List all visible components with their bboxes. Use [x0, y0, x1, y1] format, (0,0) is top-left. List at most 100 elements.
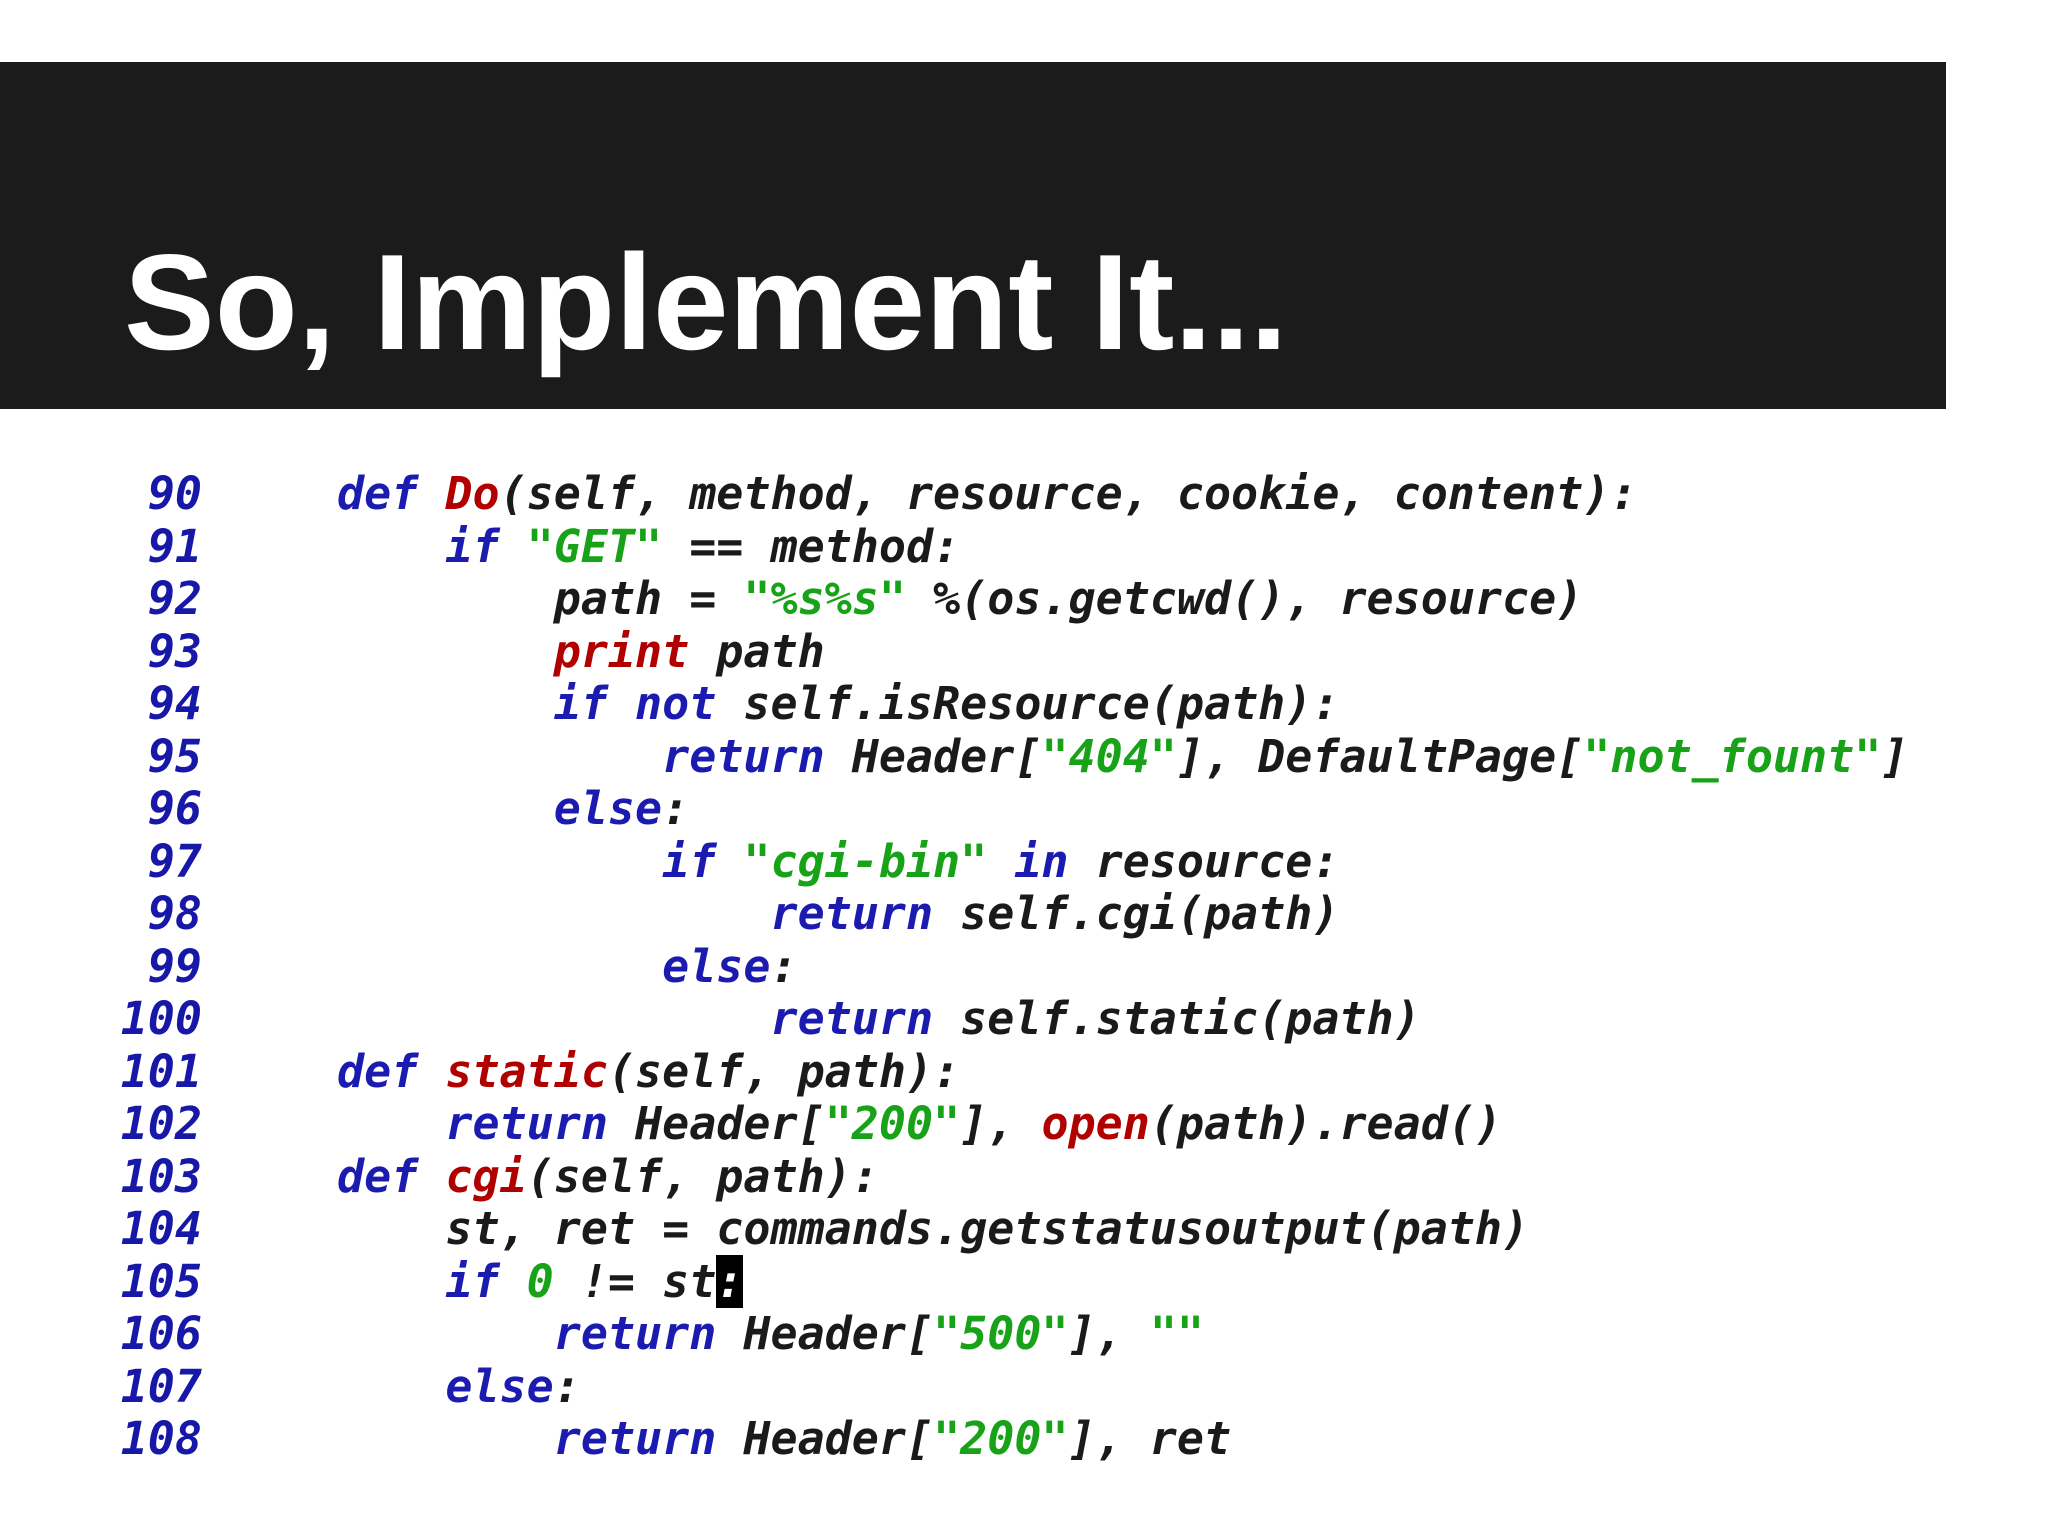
keyword-token: else — [553, 782, 663, 835]
function-token: open — [1041, 1097, 1150, 1150]
string-token: "GET" — [526, 519, 663, 573]
code-indent — [337, 1097, 445, 1150]
code-token: != st — [553, 1254, 717, 1308]
function-token: static — [445, 1044, 608, 1098]
line-number: 99 — [147, 939, 202, 993]
line-number: 102 — [120, 1097, 202, 1150]
code-indent — [337, 887, 770, 940]
slide-title: So, Implement It... — [124, 226, 1288, 378]
code-token — [418, 1150, 445, 1203]
line-number: 94 — [147, 677, 202, 730]
string-token: "200" — [933, 1412, 1069, 1465]
code-indent — [337, 1255, 445, 1308]
string-token: "%s%s" — [743, 572, 906, 625]
code-token — [987, 835, 1014, 888]
code-token: Header[ — [716, 1307, 934, 1360]
line-number: 90 — [147, 467, 202, 520]
code-token: (path).read() — [1149, 1097, 1503, 1150]
code-text: else: — [337, 939, 798, 993]
keyword-token: if — [662, 834, 717, 888]
code-token: (self, path): — [607, 1044, 961, 1098]
keyword-token: return — [553, 1307, 717, 1360]
code-token: ], — [960, 1097, 1042, 1150]
line-number: 104 — [120, 1202, 202, 1255]
code-token — [500, 520, 527, 573]
code-token: : — [662, 782, 690, 835]
code-token: self.isResource(path): — [716, 677, 1340, 730]
string-token: "404" — [1041, 729, 1177, 783]
code-text: return self.static(path) — [337, 992, 1421, 1045]
code-text: path = "%s%s" %(os.getcwd(), resource) — [337, 572, 1584, 625]
code-indent — [337, 572, 554, 625]
line-number: 97 — [147, 834, 202, 888]
code-token: self.static(path) — [933, 992, 1421, 1045]
code-indent — [337, 677, 554, 730]
string-token: 0 — [526, 1254, 554, 1308]
code-text: return self.cgi(path) — [337, 888, 1339, 940]
code-text: return Header["200"], ret — [337, 1413, 1231, 1465]
string-token: "500" — [933, 1307, 1069, 1360]
code-token: ], ret — [1068, 1412, 1232, 1465]
function-token: cgi — [445, 1149, 527, 1203]
code-indent — [337, 520, 445, 573]
line-number: 101 — [120, 1044, 202, 1098]
keyword-token: if not — [553, 677, 717, 730]
text-cursor: : — [716, 1254, 744, 1308]
line-number: 96 — [147, 782, 202, 835]
code-token: Header[ — [824, 729, 1042, 783]
code-token: : — [553, 1359, 581, 1413]
code-text: else: — [337, 1359, 581, 1413]
line-number: 103 — [120, 1149, 202, 1203]
code-token: st, ret = commands.getstatusoutput(path) — [445, 1202, 1530, 1255]
keyword-token: return — [770, 887, 934, 940]
code-token: path = — [553, 572, 744, 625]
code-token: : — [770, 939, 798, 993]
keyword-token: def — [337, 467, 419, 520]
keyword-token: def — [337, 1149, 419, 1203]
function-token: Do — [445, 467, 500, 520]
code-text: def cgi(self, path): — [337, 1149, 879, 1203]
line-number: 106 — [120, 1307, 202, 1360]
code-text: if "GET" == method: — [337, 519, 961, 573]
string-token: "" — [1149, 1307, 1204, 1360]
code-indent — [337, 625, 554, 678]
code-token — [418, 1045, 445, 1098]
code-token — [418, 467, 445, 520]
keyword-token: def — [337, 1044, 419, 1098]
code-token: (self, method, resource, cookie, content… — [499, 467, 1638, 520]
code-token: ], — [1068, 1307, 1150, 1360]
line-number: 108 — [120, 1412, 202, 1465]
keyword-token: else — [662, 939, 771, 993]
code-indent — [337, 730, 662, 783]
line-number: 95 — [147, 729, 202, 783]
code-token: resource: — [1068, 834, 1340, 888]
code-text: if "cgi-bin" in resource: — [337, 834, 1340, 888]
line-number: 100 — [120, 992, 202, 1045]
string-token: "not_fount" — [1583, 729, 1882, 783]
string-token: "200" — [824, 1097, 961, 1150]
code-indent — [337, 1360, 445, 1413]
keyword-token: return — [445, 1097, 608, 1150]
code-token: %(os.getcwd(), resource) — [905, 572, 1584, 625]
code-token: (self, path): — [526, 1149, 879, 1203]
code-text: if 0 != st: — [337, 1254, 744, 1308]
code-text: def Do(self, method, resource, cookie, c… — [337, 468, 1637, 520]
code-token: Header[ — [607, 1097, 825, 1150]
line-number: 91 — [147, 519, 202, 573]
code-indent — [337, 1307, 554, 1360]
code-token — [500, 1255, 527, 1308]
title-bar — [0, 62, 1946, 409]
code-token: ], DefaultPage[ — [1176, 729, 1584, 783]
code-text: if not self.isResource(path): — [337, 677, 1340, 730]
code-text: return Header["200"], open(path).read() — [337, 1098, 1502, 1150]
code-text: else: — [337, 783, 689, 835]
keyword-token: return — [770, 992, 934, 1045]
code-text: print path — [337, 625, 825, 678]
code-indent — [337, 835, 662, 888]
line-number: 107 — [120, 1359, 202, 1413]
keyword-token: return — [553, 1412, 717, 1465]
line-number: 105 — [120, 1254, 202, 1308]
code-token: == method: — [662, 519, 961, 573]
code-token: ] — [1881, 729, 1909, 783]
